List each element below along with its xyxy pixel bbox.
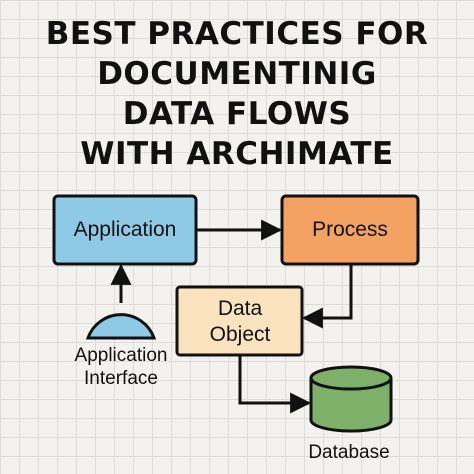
process-label: Process (312, 218, 388, 241)
database-label: Database (308, 442, 389, 463)
arrow-process-to-data-object (301, 264, 353, 329)
process-node: Process (280, 194, 420, 266)
application-label: Application (74, 218, 177, 241)
database-node: Database (308, 365, 393, 463)
title-line-4: WITH ARCHIMATE (80, 136, 394, 172)
data-object-node: Data Object (175, 285, 304, 357)
application-interface-label-line-1: Application (75, 345, 168, 366)
data-object-label-line-2: Object (210, 323, 271, 346)
application-node: Application (52, 194, 198, 266)
database-cylinder-top (309, 365, 393, 391)
application-interface-label-line-2: Interface (84, 368, 158, 389)
data-object-label-line-1: Data (218, 297, 263, 320)
arrow-data-object-to-database (238, 355, 312, 414)
title-line-3: DATA FLOWS (122, 96, 352, 132)
application-interface-node: Application Interface (75, 313, 168, 389)
title-line-1: BEST PRACTICES FOR (45, 16, 429, 52)
database-cylinder-body (309, 378, 393, 433)
title-line-2: DOCUMENTINIG (97, 56, 377, 92)
diagram-title: BEST PRACTICES FOR DOCUMENTINIG DATA FLO… (0, 14, 474, 174)
application-interface-shape (85, 313, 157, 340)
